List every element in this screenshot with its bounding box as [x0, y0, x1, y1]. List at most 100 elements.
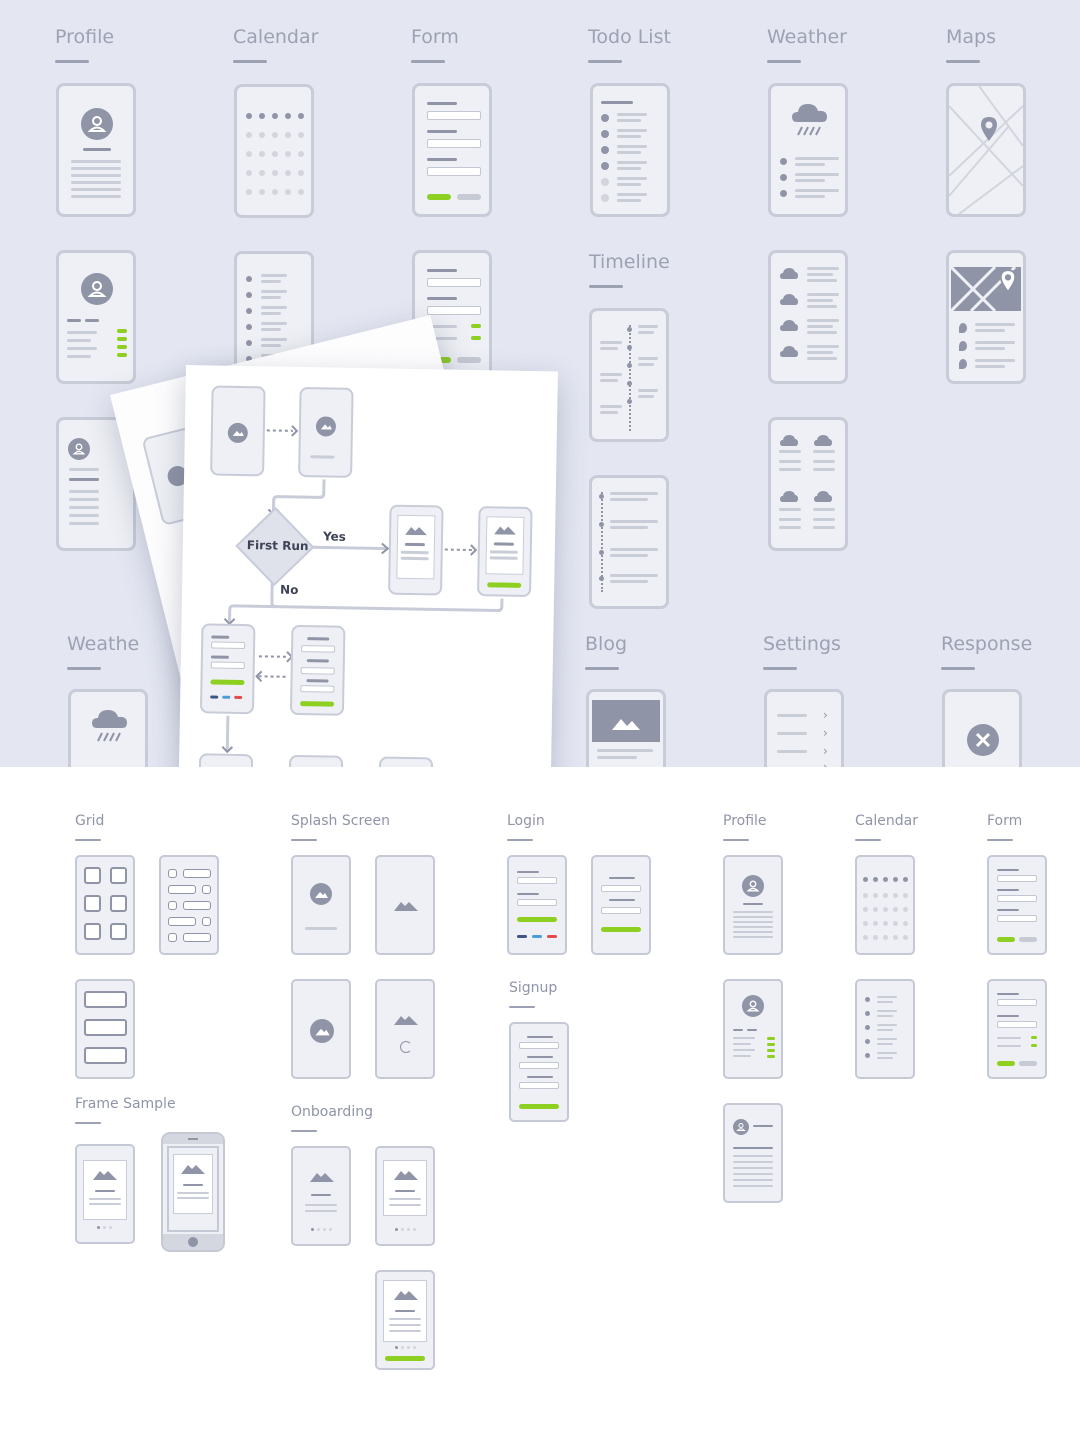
category-label-profile: Profile — [55, 26, 115, 48]
weather-screen-thumbnail — [768, 83, 848, 217]
grid-list-thumbnail — [159, 855, 219, 955]
label-underline — [767, 60, 801, 63]
category-label-settings: Settings — [763, 633, 841, 655]
weather-list-thumbnail — [768, 250, 848, 384]
settings-screen-thumbnail: › › › › — [764, 689, 844, 767]
label-underline — [763, 667, 797, 670]
form-screen-thumbnail-small — [987, 855, 1047, 955]
category-label-blog: Blog — [585, 633, 627, 655]
image-icon — [405, 526, 428, 536]
image-icon — [181, 1165, 205, 1174]
timeline-screen-thumbnail-2 — [589, 475, 669, 609]
image-icon — [394, 1016, 418, 1025]
category-label-signup: Signup — [509, 980, 558, 996]
profile-screen-thumbnail — [56, 83, 136, 217]
screen-node-splash — [210, 385, 266, 477]
label-underline — [55, 60, 89, 63]
home-button — [188, 1237, 198, 1247]
weather-screen-thumbnail-2 — [68, 689, 148, 767]
signup-screen-thumbnail — [509, 1022, 569, 1122]
label-underline — [67, 667, 101, 670]
category-label-maps: Maps — [946, 26, 996, 48]
category-label-form: Form — [987, 813, 1023, 829]
splash-screen-thumbnail — [291, 855, 351, 955]
chevron-right-icon: › — [823, 726, 828, 740]
category-label-profile: Profile — [723, 813, 767, 829]
calendar-list-thumbnail-small — [855, 979, 915, 1079]
category-label-response: Response — [941, 633, 1033, 655]
profile-screen-thumbnail-small-2 — [723, 979, 783, 1079]
image-icon — [93, 1171, 117, 1180]
screen-node — [378, 756, 434, 767]
category-label-todo-list: Todo List — [588, 26, 671, 48]
onboarding-screen-thumbnail — [291, 1146, 351, 1246]
login-screen-thumbnail-2 — [591, 855, 651, 955]
category-label-frame-sample: Frame Sample — [75, 1096, 176, 1112]
category-label-login: Login — [507, 813, 545, 829]
category-label-grid: Grid — [75, 813, 105, 829]
form-screen-thumbnail — [412, 83, 492, 217]
yes-label: Yes — [322, 529, 347, 544]
maps-list-thumbnail — [946, 250, 1026, 384]
screen-node — [198, 753, 254, 767]
todo-list-screen-thumbnail — [590, 83, 670, 217]
bottom-panel: Grid Splash Screen Login Profile Calenda… — [0, 767, 1080, 1440]
category-label-weather-2: Weathe — [67, 633, 140, 655]
calendar-screen-thumbnail-small — [855, 855, 915, 955]
splash-screen-loading-thumbnail — [375, 979, 435, 1079]
map-pin-icon — [999, 269, 1017, 293]
image-icon — [310, 1173, 334, 1182]
label-underline — [589, 285, 623, 288]
screen-node-onboarding-final — [477, 506, 533, 598]
image-icon — [310, 883, 332, 905]
login-screen-thumbnail — [507, 855, 567, 955]
image-icon — [394, 1291, 418, 1300]
screen-node-loading — [298, 386, 354, 478]
timeline-screen-thumbnail — [589, 308, 669, 442]
form-screen-thumbnail-small-2 — [987, 979, 1047, 1079]
cloud-rain-icon — [780, 435, 832, 502]
user-avatar-icon — [742, 875, 764, 897]
frame-sample-thumbnail — [75, 1144, 135, 1244]
image-icon — [394, 1171, 418, 1180]
weather-grid-thumbnail — [768, 417, 848, 551]
image-icon — [394, 902, 418, 911]
label-underline — [946, 60, 980, 63]
user-avatar-icon — [81, 108, 113, 140]
user-avatar-icon — [68, 438, 90, 460]
label-underline — [588, 60, 622, 63]
category-label-calendar: Calendar — [233, 26, 319, 48]
chevron-right-icon: › — [823, 760, 828, 767]
flowchart-sheet: First Run Yes No — [178, 365, 558, 767]
image-icon — [494, 526, 517, 535]
screen-node — [288, 754, 344, 767]
splash-screen-thumbnail-2 — [375, 855, 435, 955]
grid-rows-thumbnail — [75, 979, 135, 1079]
chevron-right-icon: › — [823, 708, 828, 722]
no-label: No — [279, 582, 299, 597]
onboarding-screen-thumbnail-3 — [375, 1270, 435, 1370]
category-label-calendar: Calendar — [855, 813, 918, 829]
loading-icon — [400, 1041, 412, 1053]
profile-screen-thumbnail-small — [723, 855, 783, 955]
close-icon — [967, 724, 999, 756]
category-label-form: Form — [411, 26, 459, 48]
screen-node-onboarding — [388, 504, 444, 596]
label-underline — [941, 667, 975, 670]
cloud-rain-icon — [792, 104, 827, 136]
chevron-right-icon: › — [823, 744, 828, 758]
image-icon — [592, 700, 660, 742]
maps-screen-thumbnail — [946, 83, 1026, 217]
top-panel: Profile Calendar Form Todo List Weather … — [0, 0, 1080, 767]
profile-screen-thumbnail-small-3 — [723, 1103, 783, 1203]
screen-node-login — [199, 623, 256, 715]
category-label-onboarding: Onboarding — [291, 1104, 373, 1120]
decision-label: First Run — [246, 538, 309, 554]
category-label-splash-screen: Splash Screen — [291, 813, 390, 829]
image-icon — [315, 416, 337, 437]
splash-screen-thumbnail-3 — [291, 979, 351, 1079]
grid-screen-thumbnail — [75, 855, 135, 955]
map-pin-icon — [981, 117, 997, 141]
image-icon — [310, 1019, 334, 1043]
